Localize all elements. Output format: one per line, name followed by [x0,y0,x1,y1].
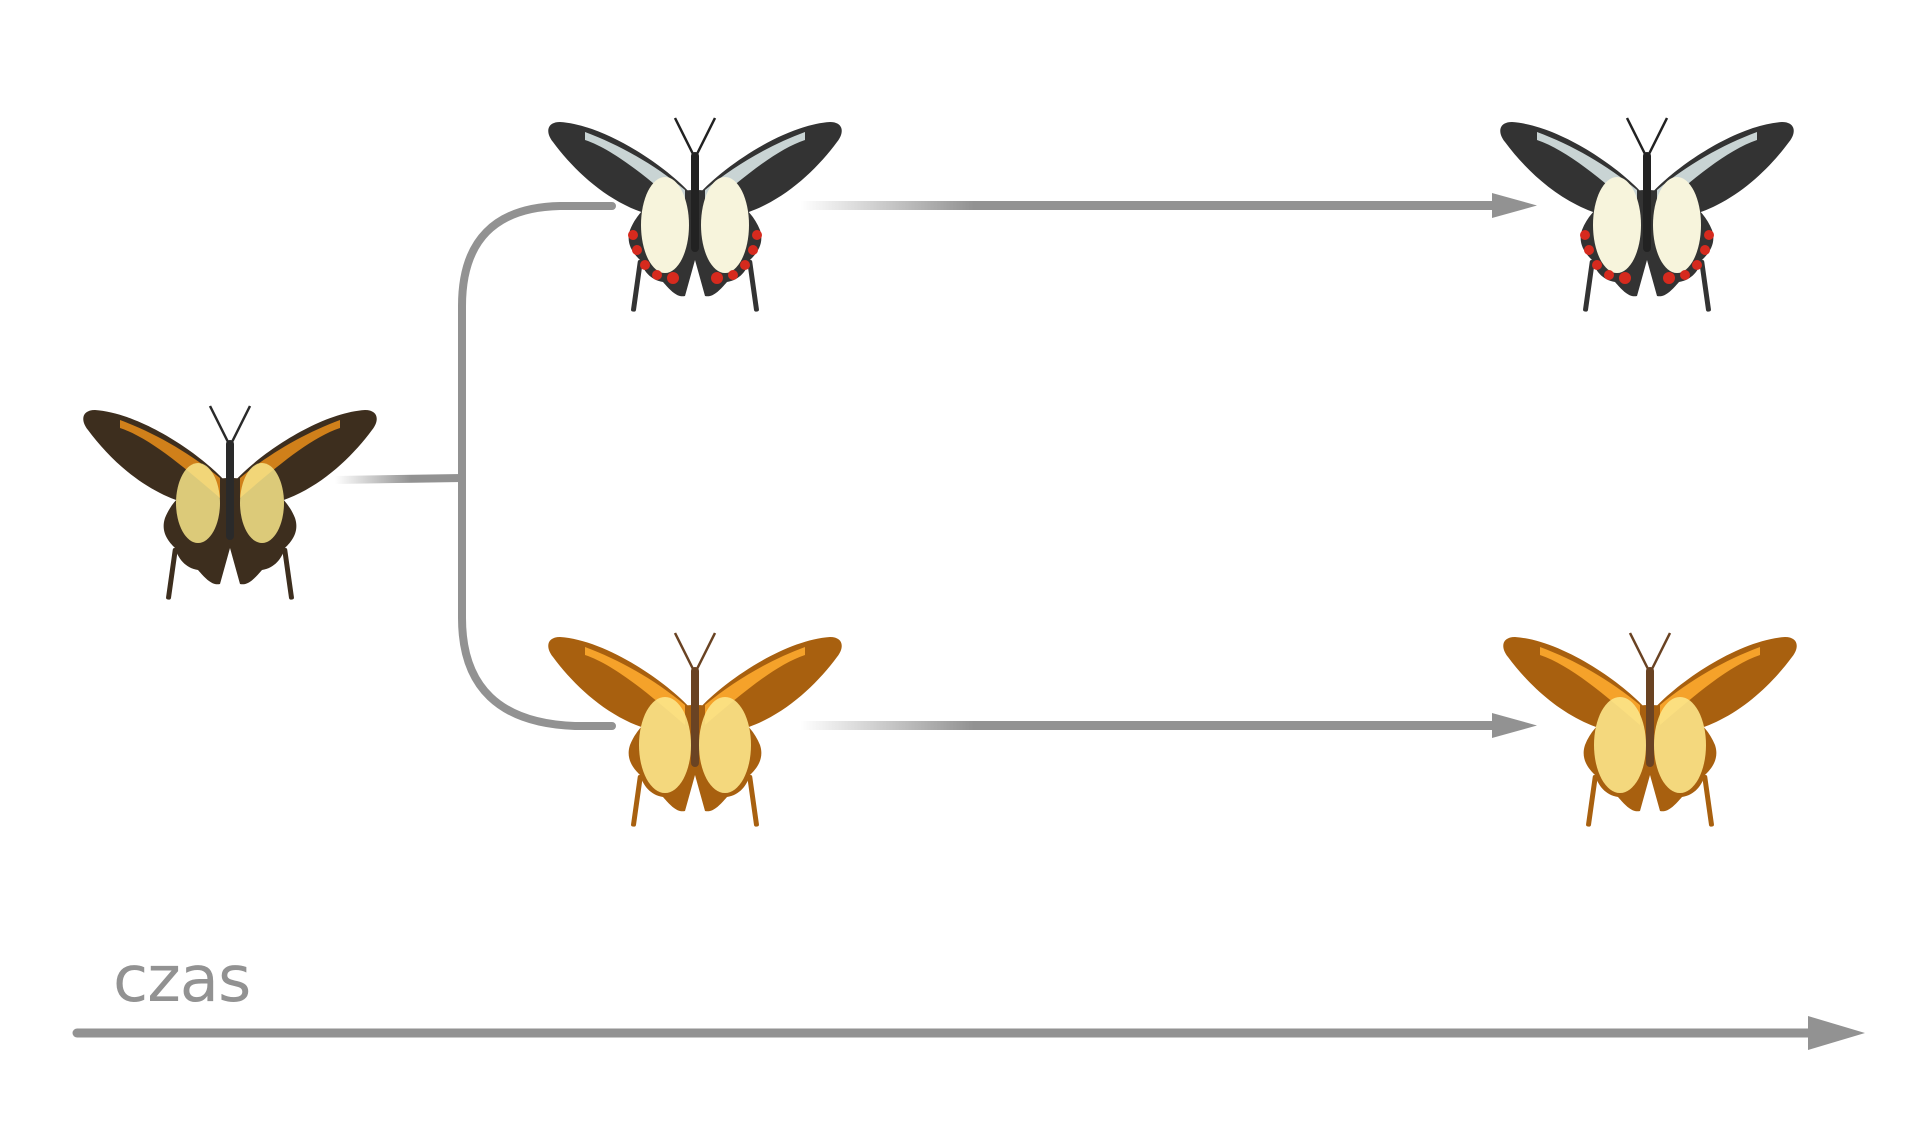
butterfly-top-middle-icon [548,117,842,312]
time-axis-arrowhead [1808,1016,1865,1050]
top-arrow-head [1492,193,1537,218]
butterfly-bottom-right-icon [1503,632,1797,827]
butterfly-top-right-icon [1500,117,1794,312]
bottom-arrow-head [1492,713,1537,738]
bottom-arrow-shaft [800,721,1495,730]
branch-bracket [458,202,616,730]
butterfly-ancestor-icon [83,405,377,600]
butterfly-bottom-middle-icon [548,632,842,827]
time-axis-label: czas [113,943,251,1017]
top-arrow-shaft [800,201,1495,210]
ancestor-stub-connector [334,474,463,484]
